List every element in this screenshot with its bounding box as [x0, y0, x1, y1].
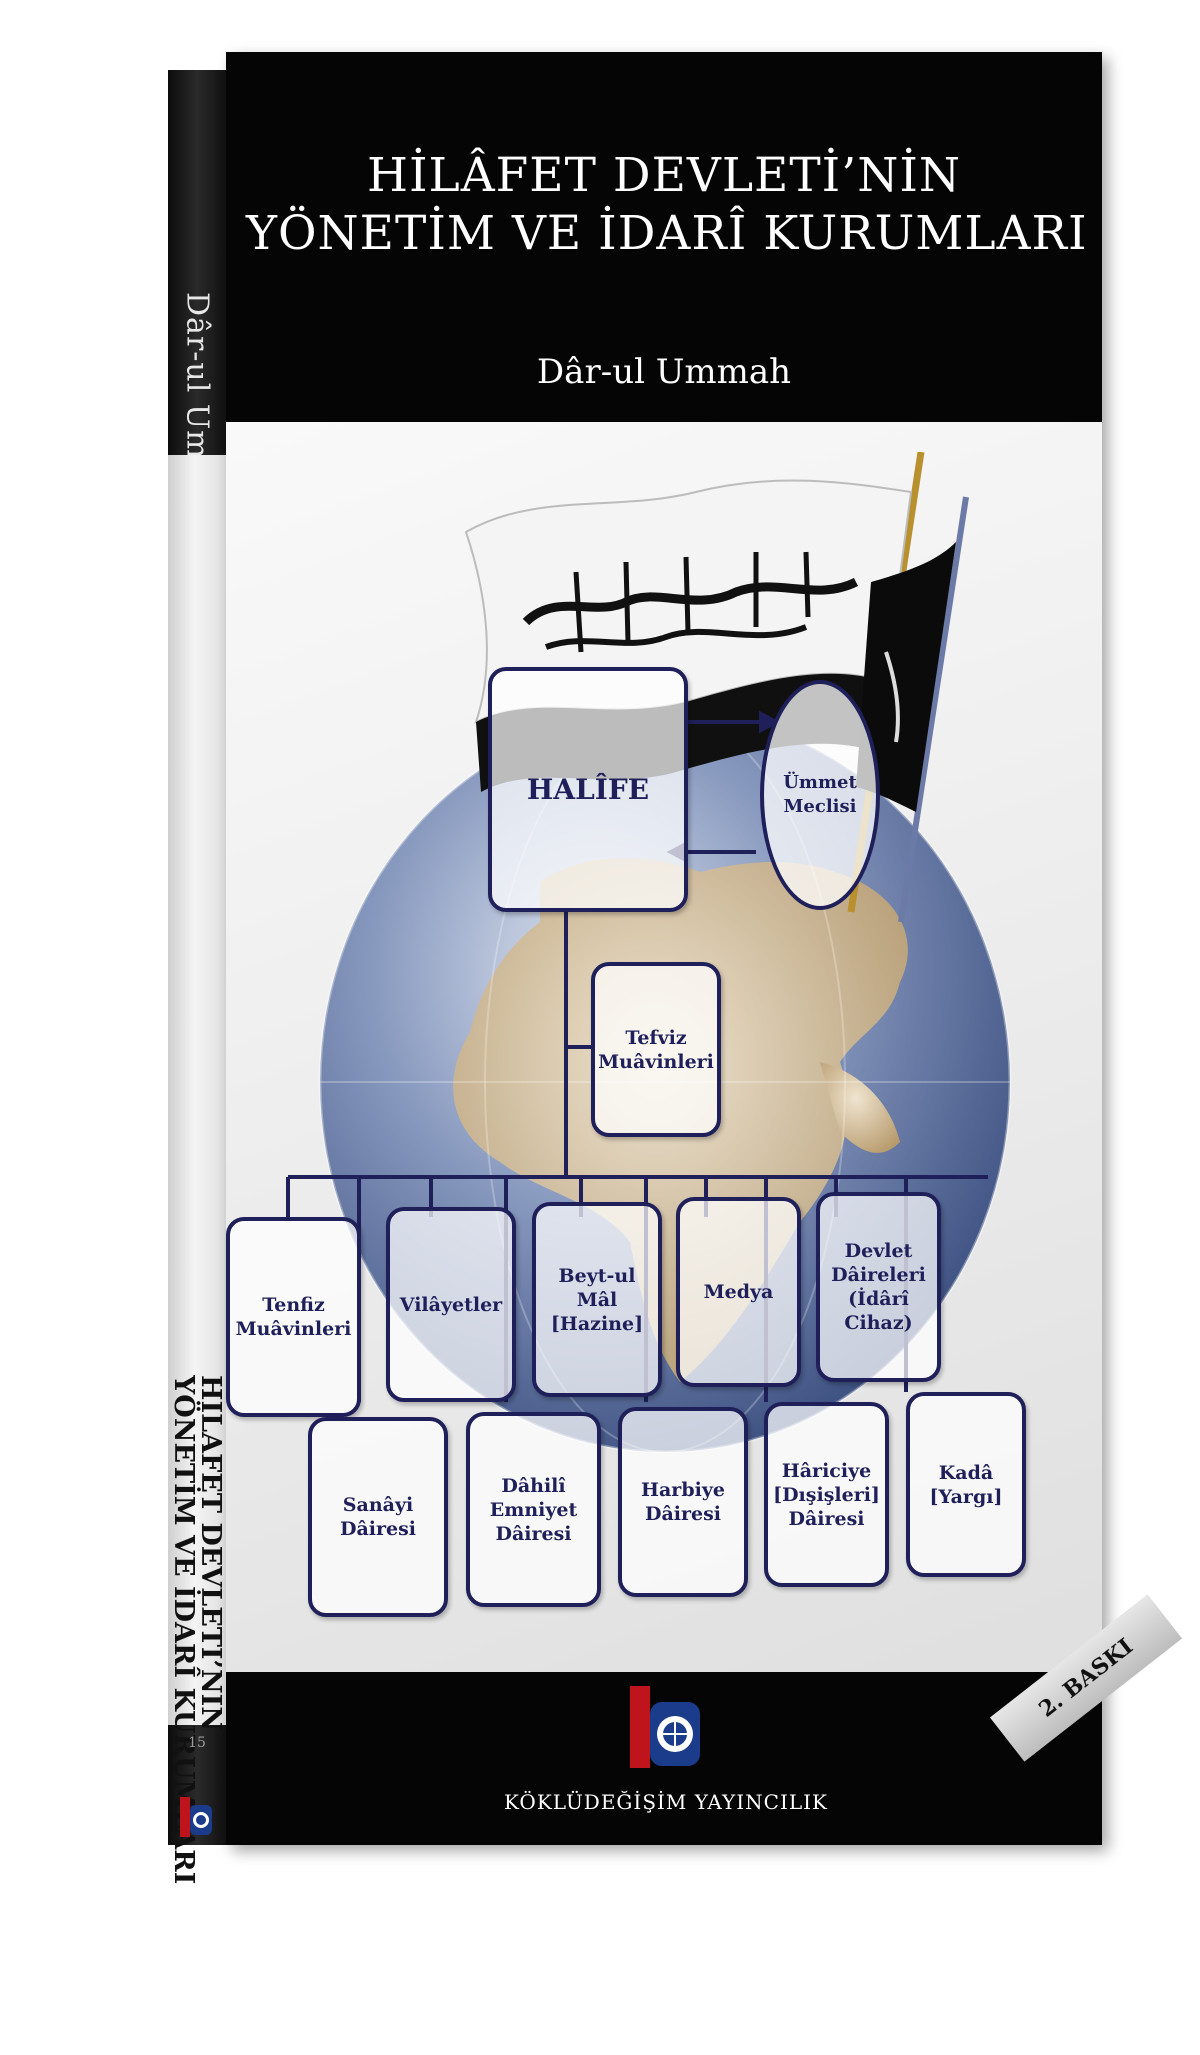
spine-white-area: HİLÂFET DEVLETİ’NİN YÖNETİM VE İDARÎ KUR… [168, 455, 226, 1884]
org-box-row2-3: Harbiye Dâiresi [618, 1407, 748, 1597]
org-label-row2-5: Kadâ [Yargı] [929, 1461, 1003, 1508]
org-box-row2-2: Dâhilî Emniyet Dâiresi [466, 1412, 601, 1607]
org-box-row1-3: Beyt-ul Mâl [Hazine] [532, 1202, 662, 1397]
org-box-row1-1: Tenfiz Muâvinleri [226, 1217, 361, 1417]
org-box-row2-5: Kadâ [Yargı] [906, 1392, 1026, 1577]
front-cover: HALÎFE Ümmet Meclisi Tefviz Muâvinleri T… [226, 52, 1183, 1845]
org-label-row1-1: Tenfiz Muâvinleri [235, 1294, 352, 1340]
org-label-halife: HALÎFE [526, 772, 650, 806]
spine-title-line1: HİLÂFET DEVLETİ’NİN [195, 1375, 224, 1731]
org-label-row1-5: Devlet Dâireleri (İdârî Cihaz) [831, 1240, 926, 1334]
publisher-logo-icon [630, 1686, 700, 1768]
org-ellipse-council: Ümmet Meclisi [760, 680, 880, 910]
org-box-row2-1: Sanâyi Dâiresi [308, 1417, 448, 1617]
org-label-tefviz: Tefviz Muâvinleri [598, 1026, 714, 1073]
org-label-row1-3: Beyt-ul Mâl [Hazine] [550, 1264, 644, 1335]
spine-number: 15 [188, 1735, 206, 1751]
book-mockup: Dâr-ul Ummah HİLÂFET DEVLETİ’NİN YÖNETİM… [168, 52, 1183, 1884]
org-box-row1-5: Devlet Dâireleri (İdârî Cihaz) [816, 1192, 941, 1382]
org-label-row1-4: Medya [703, 1281, 774, 1303]
org-box-tefviz: Tefviz Muâvinleri [591, 962, 721, 1137]
spine-title-line2: YÖNETİM VE İDARÎ KURUMLARI [170, 1375, 199, 1885]
org-box-row1-2: Vilâyetler [386, 1207, 516, 1402]
book-spine: Dâr-ul Ummah HİLÂFET DEVLETİ’NİN YÖNETİM… [168, 70, 226, 1884]
org-box-halife: HALÎFE [488, 667, 688, 912]
book-title-line2: YÖNETİM VE İDARÎ KURUMLARI [246, 206, 1088, 261]
org-label-council: Ümmet Meclisi [783, 772, 857, 817]
cover-title-band: HİLÂFET DEVLETİ’NİN YÖNETİM VE İDARÎ KUR… [226, 52, 1102, 422]
spine-title: HİLÂFET DEVLETİ’NİN YÖNETİM VE İDARÎ KUR… [170, 1375, 224, 2055]
book-title-line1: HİLÂFET DEVLETİ’NİN [366, 148, 962, 203]
org-label-row2-2: Dâhilî Emniyet Dâiresi [489, 1474, 578, 1545]
spine-publisher-logo-icon [180, 1797, 212, 1837]
book-author: Dâr-ul Ummah [536, 352, 792, 392]
org-label-row2-3: Harbiye Dâiresi [641, 1479, 725, 1525]
org-box-row1-4: Medya [676, 1197, 801, 1387]
publisher-name: KÖKLÜDEĞİŞİM YAYINCILIK [504, 1790, 828, 1814]
org-box-row2-4: Hâriciye [Dışişleri] Dâiresi [764, 1402, 889, 1587]
cover-publisher-band: KÖKLÜDEĞİŞİM YAYINCILIK [226, 1672, 1102, 1845]
org-label-row2-4: Hâriciye [Dışişleri] Dâiresi [773, 1459, 880, 1530]
org-label-row2-1: Sanâyi Dâiresi [339, 1494, 417, 1540]
book-title: HİLÂFET DEVLETİ’NİN YÖNETİM VE İDARÎ KUR… [246, 147, 1088, 263]
org-label-row1-2: Vilâyetler [399, 1293, 503, 1316]
